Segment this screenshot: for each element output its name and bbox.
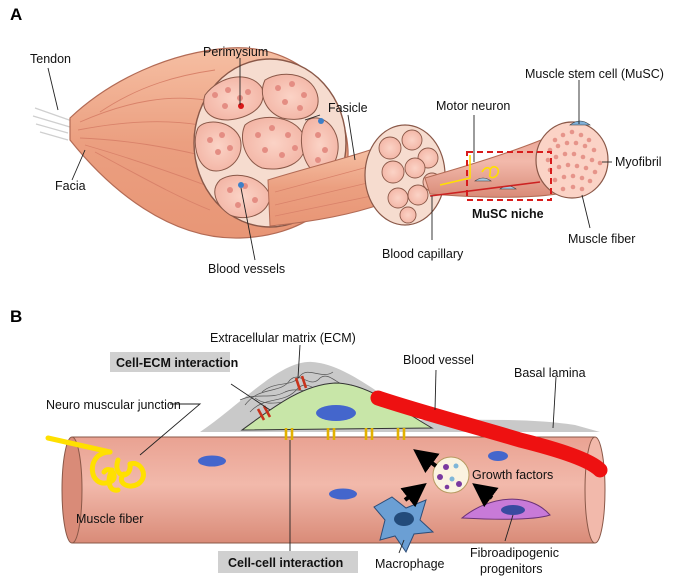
panel-b-letter: B <box>10 307 22 326</box>
label-motor-neuron: Motor neuron <box>436 99 510 113</box>
label-nmj: Neuro muscular junction <box>46 398 181 412</box>
panel-a-letter: A <box>10 5 22 24</box>
signal-arrows <box>400 449 499 508</box>
label-growth-factors: Growth factors <box>472 468 553 482</box>
cell-cell-junctions <box>284 428 406 440</box>
tendon-fibers <box>32 107 73 141</box>
label-fap-line1: Fibroadipogenic <box>470 546 559 560</box>
panel-a-leader-lines <box>47 58 612 261</box>
label-tendon: Tendon <box>30 52 71 66</box>
label-fasicle: Fasicle <box>328 101 368 115</box>
label-macrophage: Macrophage <box>375 557 445 571</box>
myofibril-dots <box>545 129 603 192</box>
label-blood-vessels: Blood vessels <box>208 262 285 276</box>
fibroadipogenic-progenitor <box>460 498 551 520</box>
label-perimysium: Perimysium <box>203 45 268 59</box>
label-blood-capillary: Blood capillary <box>382 247 464 261</box>
label-cell-cell: Cell-cell interaction <box>228 556 343 570</box>
label-myofibril: Myofibril <box>615 155 662 169</box>
single-muscle-fiber <box>424 120 609 201</box>
cell-ecm-tag <box>110 352 230 372</box>
label-fap-line2: progenitors <box>480 562 543 576</box>
muscle-fiber-tube <box>61 436 606 544</box>
blood-vessel <box>370 390 608 478</box>
label-musc: Muscle stem cell (MuSC) <box>525 67 664 81</box>
label-blood-vessel: Blood vessel <box>403 353 474 367</box>
fascicle <box>267 124 446 227</box>
label-musc-niche: MuSC niche <box>472 207 544 221</box>
label-muscle-fiber-b: Muscle fiber <box>76 512 143 526</box>
cell-ecm-receptors <box>256 375 308 421</box>
cell-cell-tag <box>218 551 358 573</box>
label-basal-lamina: Basal lamina <box>514 366 586 380</box>
label-cell-ecm: Cell-ECM interaction <box>116 356 238 370</box>
label-facia: Facia <box>55 179 86 193</box>
fascicle-bundles <box>194 73 339 219</box>
neuromuscular-junction <box>45 435 146 493</box>
label-muscle-fiber-a: Muscle fiber <box>568 232 635 246</box>
label-ecm: Extracellular matrix (ECM) <box>210 331 356 345</box>
growth-factor-vesicle <box>432 456 470 494</box>
musc-niche-box <box>466 151 552 201</box>
panel-b-leader-lines <box>139 344 557 554</box>
